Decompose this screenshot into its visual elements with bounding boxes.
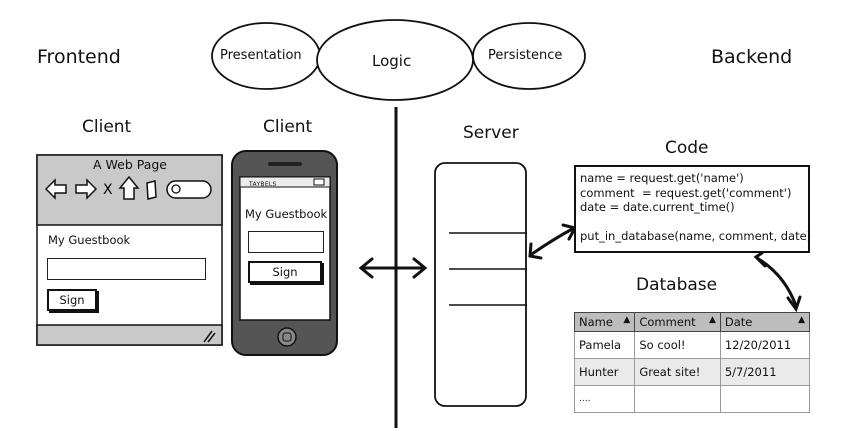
code-box: name = request.get('name') comment = req… [574,165,812,253]
table-cell: 12/20/2011 [719,331,811,359]
server-code-arrow [528,223,578,260]
back-icon [44,178,67,200]
search-icon [171,184,181,194]
presentation-label: Presentation [220,48,302,63]
table-cell: Hunter [573,358,636,386]
backend-heading: Backend [711,46,793,68]
table-cell: So cool! [634,331,721,359]
bookmark-icon [146,180,157,200]
desktop-sign-button[interactable]: Sign [47,289,97,311]
client-server-arrow [358,257,428,279]
sort-up-icon: ▲ [708,315,716,325]
table-cell [634,385,721,413]
table-cell: Great site! [634,358,721,386]
code-line: name = request.get('name') [580,171,744,185]
code-line: put_in_database(name, comment, date) [580,229,812,243]
persistence-label: Persistence [488,48,563,63]
logic-ellipse [316,19,474,101]
frontend-heading: Frontend [37,46,121,68]
client-phone-label: Client [263,117,313,137]
server-box [434,162,527,407]
table-row[interactable]: Pamela So cool! 12/20/2011 [573,331,811,359]
column-header-comment[interactable]: Comment▲ [634,312,721,332]
browser-page-title: A Web Page [92,157,167,172]
code-line: comment = request.get('comment') [580,185,792,200]
server-label: Server [463,123,519,143]
code-line: ​ [580,215,804,230]
code-database-arrow [753,251,802,313]
code-label: Code [665,138,709,158]
phone [231,150,338,356]
table-cell: .... [573,385,636,413]
resize-grip-icon [203,330,216,343]
table-cell: Pamela [573,331,636,359]
home-icon [118,175,140,200]
column-header-date[interactable]: Date▲ [719,312,811,332]
sort-up-icon: ▲ [798,315,805,325]
phone-sign-button[interactable]: Sign [248,261,322,283]
database-label: Database [636,275,718,295]
column-header-name[interactable]: Name▲ [573,312,636,332]
phone-guestbook-input[interactable] [248,231,324,253]
phone-guestbook-title: My Guestbook [245,207,328,221]
phone-status-bar: TAYBELS [249,181,277,188]
logic-label: Logic [372,52,412,70]
sort-up-icon: ▲ [623,315,631,325]
forward-icon [75,178,98,200]
search-field-icon [166,180,212,199]
table-row[interactable]: Hunter Great site! 5/7/2011 [573,358,811,386]
client-desktop-label: Client [82,117,132,137]
desktop-guestbook-input[interactable] [47,258,206,280]
table-cell: 5/7/2011 [719,358,811,386]
table-row[interactable]: .... [573,385,811,413]
desktop-guestbook-title: My Guestbook [48,233,131,247]
home-button-icon [277,327,297,347]
battery-icon [313,178,325,186]
stop-icon: X [103,182,113,198]
desktop-browser: X [36,154,223,346]
code-line: date = date.current_time() [580,200,735,214]
table-cell [719,385,811,413]
database-table: Name▲ Comment▲ Date▲ Pamela So cool! 12/… [573,312,811,413]
speaker-icon [268,162,302,166]
